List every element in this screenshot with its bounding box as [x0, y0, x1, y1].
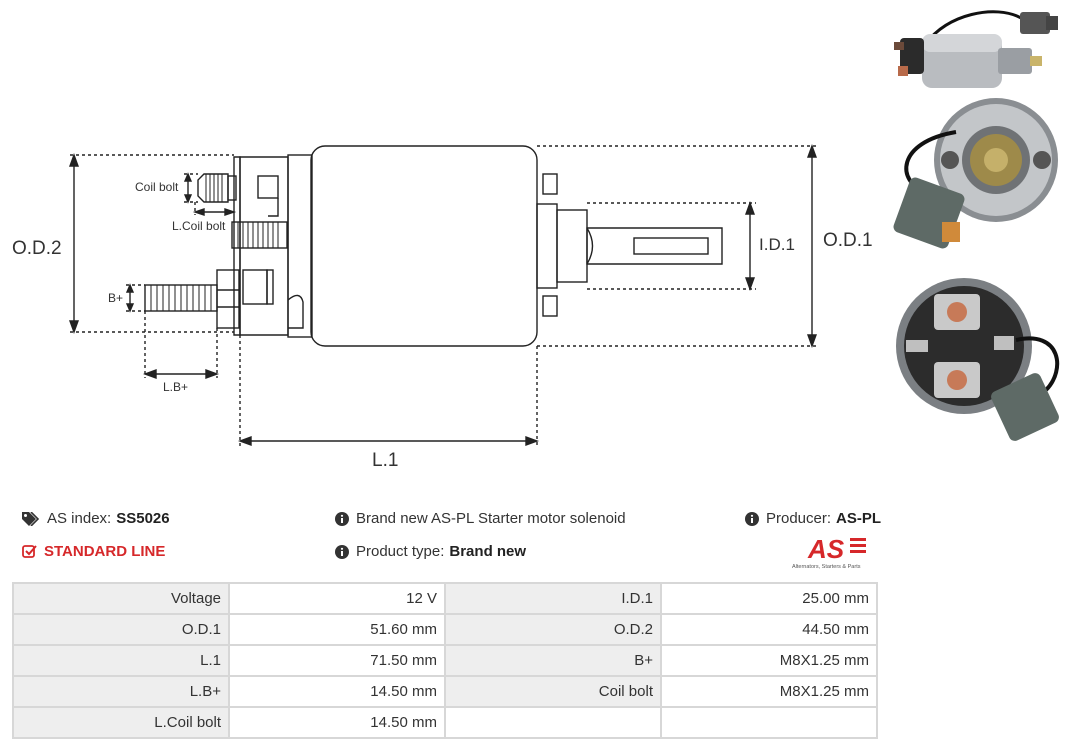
as-pl-logo: AS Alternators, Starters & Parts — [792, 534, 866, 570]
as-index-label: AS index: — [47, 510, 112, 527]
label-od2: O.D.2 — [12, 238, 62, 259]
description-text: Brand new AS-PL Starter motor solenoid — [356, 510, 626, 527]
standard-line-label: STANDARD LINE — [44, 543, 166, 560]
label-l-b-plus: L.B+ — [163, 380, 188, 394]
producer-value: AS-PL — [836, 510, 882, 527]
table-row: O.D.1 51.60 mm O.D.2 44.50 mm — [12, 613, 878, 646]
product-type-value: Brand new — [449, 543, 527, 560]
info-icon — [335, 544, 349, 559]
table-row: L.B+ 14.50 mm Coil bolt M8X1.25 mm — [12, 675, 878, 708]
spec-label: L.1 — [12, 644, 230, 677]
table-row: Voltage 12 V I.D.1 25.00 mm — [12, 582, 878, 615]
as-index: AS index: SS5026 — [22, 510, 170, 527]
spec-value: M8X1.25 mm — [660, 644, 878, 677]
dimension-diagram: O.D.2 O.D.1 I.D.1 L.1 Coil bolt L.Coil b… — [12, 143, 873, 471]
spec-value: M8X1.25 mm — [660, 675, 878, 708]
solenoid-rear-photo — [893, 98, 1058, 249]
spec-value: 14.50 mm — [228, 675, 446, 708]
label-od1: O.D.1 — [823, 230, 873, 251]
spec-value: 44.50 mm — [660, 613, 878, 646]
info-icon — [335, 511, 349, 526]
label-id1: I.D.1 — [759, 235, 795, 254]
spec-table: Voltage 12 V I.D.1 25.00 mm O.D.1 51.60 … — [12, 582, 878, 739]
svg-text:Alternators, Starters & Parts: Alternators, Starters & Parts — [792, 564, 861, 570]
solenoid-side-photo — [894, 10, 1058, 88]
spec-label: I.D.1 — [444, 582, 662, 615]
spec-label: Voltage — [12, 582, 230, 615]
spec-label: O.D.2 — [444, 613, 662, 646]
solenoid-body — [310, 145, 538, 347]
spec-empty-cell — [660, 706, 878, 739]
spec-label: O.D.1 — [12, 613, 230, 646]
spec-value: 25.00 mm — [660, 582, 878, 615]
spec-label: Coil bolt — [444, 675, 662, 708]
spec-label: L.B+ — [12, 675, 230, 708]
product-type-label: Product type: — [356, 543, 445, 560]
check-square-icon — [22, 544, 37, 559]
standard-line: STANDARD LINE — [22, 543, 165, 560]
label-l1: L.1 — [372, 450, 398, 471]
spec-empty-cell — [444, 706, 662, 739]
as-index-value: SS5026 — [116, 510, 170, 527]
spec-value: 14.50 mm — [228, 706, 446, 739]
info-icon — [745, 511, 759, 526]
spec-value: 51.60 mm — [228, 613, 446, 646]
description: Brand new AS-PL Starter motor solenoid — [335, 510, 626, 527]
label-coil-bolt: Coil bolt — [135, 180, 179, 194]
spec-value: 12 V — [228, 582, 446, 615]
table-row: L.1 71.50 mm B+ M8X1.25 mm — [12, 644, 878, 677]
solenoid-terminals-photo — [896, 278, 1060, 441]
spec-label: B+ — [444, 644, 662, 677]
label-l-coil-bolt: L.Coil bolt — [172, 219, 226, 233]
tags-icon — [22, 511, 40, 526]
spec-value: 71.50 mm — [228, 644, 446, 677]
spec-label: L.Coil bolt — [12, 706, 230, 739]
producer-label: Producer: — [766, 510, 832, 527]
label-b-plus: B+ — [108, 291, 123, 305]
svg-text:AS: AS — [807, 534, 845, 564]
product-type: Product type: Brand new — [335, 543, 526, 560]
producer: Producer: AS-PL — [745, 510, 881, 527]
table-row: L.Coil bolt 14.50 mm — [12, 706, 878, 739]
